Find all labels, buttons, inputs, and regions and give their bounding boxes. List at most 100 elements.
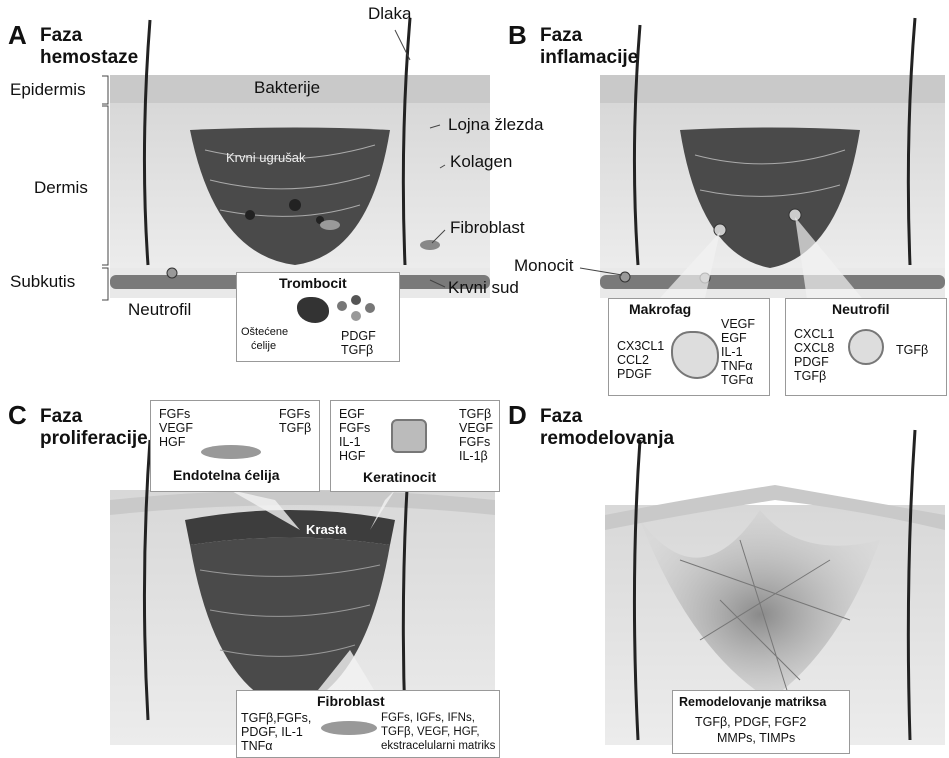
makrofag-left-2: PDGF (617, 367, 664, 381)
neutrofil-left-2: PDGF (794, 355, 834, 369)
label-krvni-ugrusak: Krvni ugrušak (226, 150, 305, 165)
fibroblast-left-list: TGFβ,FGFs, PDGF, IL-1 TNFα (241, 711, 311, 753)
endotelna-left-list: FGFs VEGF HGF (159, 407, 193, 449)
endotelna-left-0: FGFs (159, 407, 193, 421)
fibroblast-left-1: PDGF, IL-1 (241, 725, 311, 739)
endotelna-title: Endotelna ćelija (173, 467, 280, 483)
endotelna-right-1: TGFβ (279, 421, 311, 435)
panel-b-letter: B (508, 20, 527, 51)
panel-c-title-line1: Faza (40, 406, 148, 428)
keratinocit-right-2: FGFs (459, 435, 493, 449)
keratinocit-left-list: EGF FGFs IL-1 HGF (339, 407, 370, 463)
makrofag-left-1: CCL2 (617, 353, 664, 367)
factor-pdgf: PDGF (341, 329, 376, 343)
neutrofil-left-list: CXCL1 CXCL8 PDGF TGFβ (794, 327, 834, 383)
label-fibroblast: Fibroblast (450, 218, 525, 238)
keratinocit-title: Keratinocit (363, 469, 436, 485)
factor-tgfb: TGFβ (341, 343, 376, 357)
remodelovanje-line2: MMPs, TIMPs (717, 731, 795, 745)
growth-factor-dots-icon (337, 295, 387, 325)
label-dermis: Dermis (34, 178, 88, 198)
ostecene-celije-label: Oštećene ćelije (241, 325, 288, 353)
neutrophil-icon (848, 329, 884, 365)
panel-b-title: Faza inflamacije (540, 25, 638, 69)
panel-b-title-line1: Faza (540, 25, 638, 47)
makrofag-right-list: VEGF EGF IL-1 TNFα TGFα (721, 317, 755, 387)
keratinocit-right-list: TGFβ VEGF FGFs IL-1β (459, 407, 493, 463)
makrofag-right-4: TGFα (721, 373, 755, 387)
remodelovanje-box: Remodelovanje matriksa TGFβ, PDGF, FGF2 … (672, 690, 850, 754)
label-dlaka: Dlaka (368, 4, 411, 24)
panel-b-title-line2: inflamacije (540, 47, 638, 69)
panel-d-title-line1: Faza (540, 406, 674, 428)
fibroblast-box-title: Fibroblast (317, 693, 385, 709)
label-monocit: Monocit (514, 256, 574, 276)
neutrofil-left-0: CXCL1 (794, 327, 834, 341)
panel-c-title-line2: proliferacije (40, 428, 148, 450)
panel-a-title-line1: Faza (40, 25, 138, 47)
panel-b-skin (600, 18, 945, 320)
neutrofil-left-3: TGFβ (794, 369, 834, 383)
ostecene-celije-line1: Oštećene (241, 325, 288, 339)
keratinocit-left-1: FGFs (339, 421, 370, 435)
fibroblast-left-0: TGFβ,FGFs, (241, 711, 311, 725)
keratinocit-right-3: IL-1β (459, 449, 493, 463)
neutrofil-left-1: CXCL8 (794, 341, 834, 355)
makrofag-box: Makrofag CX3CL1 CCL2 PDGF VEGF EGF IL-1 … (608, 298, 770, 396)
fibroblast-right-list: FGFs, IGFs, IFNs, TGFβ, VEGF, HGF, ekstr… (381, 711, 495, 753)
panel-d-title: Faza remodelovanja (540, 406, 674, 450)
remodelovanje-title: Remodelovanje matriksa (679, 695, 826, 709)
platelet-icon (297, 297, 329, 323)
label-kolagen: Kolagen (450, 152, 512, 172)
neutrofil-box: Neutrofil CXCL1 CXCL8 PDGF TGFβ TGFβ (785, 298, 947, 396)
panel-c-title: Faza proliferacije (40, 406, 148, 450)
makrofag-left-list: CX3CL1 CCL2 PDGF (617, 339, 664, 381)
trombocit-title: Trombocit (279, 275, 347, 291)
endotelna-box: FGFs VEGF HGF FGFs TGFβ Endotelna ćelija (150, 400, 320, 492)
fibroblast-box: Fibroblast TGFβ,FGFs, PDGF, IL-1 TNFα FG… (236, 690, 500, 758)
fibroblast-cell-icon (321, 721, 377, 735)
neutrofil-box-title: Neutrofil (832, 301, 890, 317)
trombocit-factor-list: PDGF TGFβ (341, 329, 376, 357)
keratinocit-box: EGF FGFs IL-1 HGF TGFβ VEGF FGFs IL-1β K… (330, 400, 500, 492)
panel-c-letter: C (8, 400, 27, 431)
makrofag-right-3: TNFα (721, 359, 755, 373)
endotelna-right-0: FGFs (279, 407, 311, 421)
makrofag-title: Makrofag (629, 301, 691, 317)
trombocit-box: Trombocit Oštećene ćelije PDGF TGFβ (236, 272, 400, 362)
endotelna-right-list: FGFs TGFβ (279, 407, 311, 435)
keratinocit-right-0: TGFβ (459, 407, 493, 421)
panel-a-letter: A (8, 20, 27, 51)
endothelial-cell-icon (201, 445, 261, 459)
keratinocit-right-1: VEGF (459, 421, 493, 435)
panel-d-title-line2: remodelovanja (540, 428, 674, 450)
fibroblast-left-2: TNFα (241, 739, 311, 753)
label-krvni-sud: Krvni sud (448, 278, 519, 298)
makrofag-right-2: IL-1 (721, 345, 755, 359)
makrofag-left-0: CX3CL1 (617, 339, 664, 353)
macrophage-icon (671, 331, 719, 379)
remodelovanje-line1: TGFβ, PDGF, FGF2 (695, 715, 806, 729)
neutrofil-right-0: TGFβ (896, 343, 928, 357)
label-bakterije: Bakterije (254, 78, 320, 98)
label-krasta: Krasta (306, 522, 346, 537)
keratinocyte-icon (391, 419, 427, 453)
fibroblast-right-1: TGFβ, VEGF, HGF, (381, 725, 495, 739)
ostecene-celije-line2: ćelije (241, 339, 288, 353)
fibroblast-right-2: ekstracelularni matriks (381, 739, 495, 753)
panel-d-letter: D (508, 400, 527, 431)
label-lojna-zlezda: Lojna žlezda (448, 115, 543, 135)
makrofag-right-1: EGF (721, 331, 755, 345)
keratinocit-left-2: IL-1 (339, 435, 370, 449)
keratinocit-left-0: EGF (339, 407, 370, 421)
endotelna-left-2: HGF (159, 435, 193, 449)
label-neutrofil: Neutrofil (128, 300, 191, 320)
fibroblast-right-0: FGFs, IGFs, IFNs, (381, 711, 495, 725)
panel-a-title-line2: hemostaze (40, 47, 138, 69)
keratinocit-left-3: HGF (339, 449, 370, 463)
panel-a-title: Faza hemostaze (40, 25, 138, 69)
label-epidermis: Epidermis (10, 80, 86, 100)
makrofag-right-0: VEGF (721, 317, 755, 331)
label-subkutis: Subkutis (10, 272, 75, 292)
endotelna-left-1: VEGF (159, 421, 193, 435)
